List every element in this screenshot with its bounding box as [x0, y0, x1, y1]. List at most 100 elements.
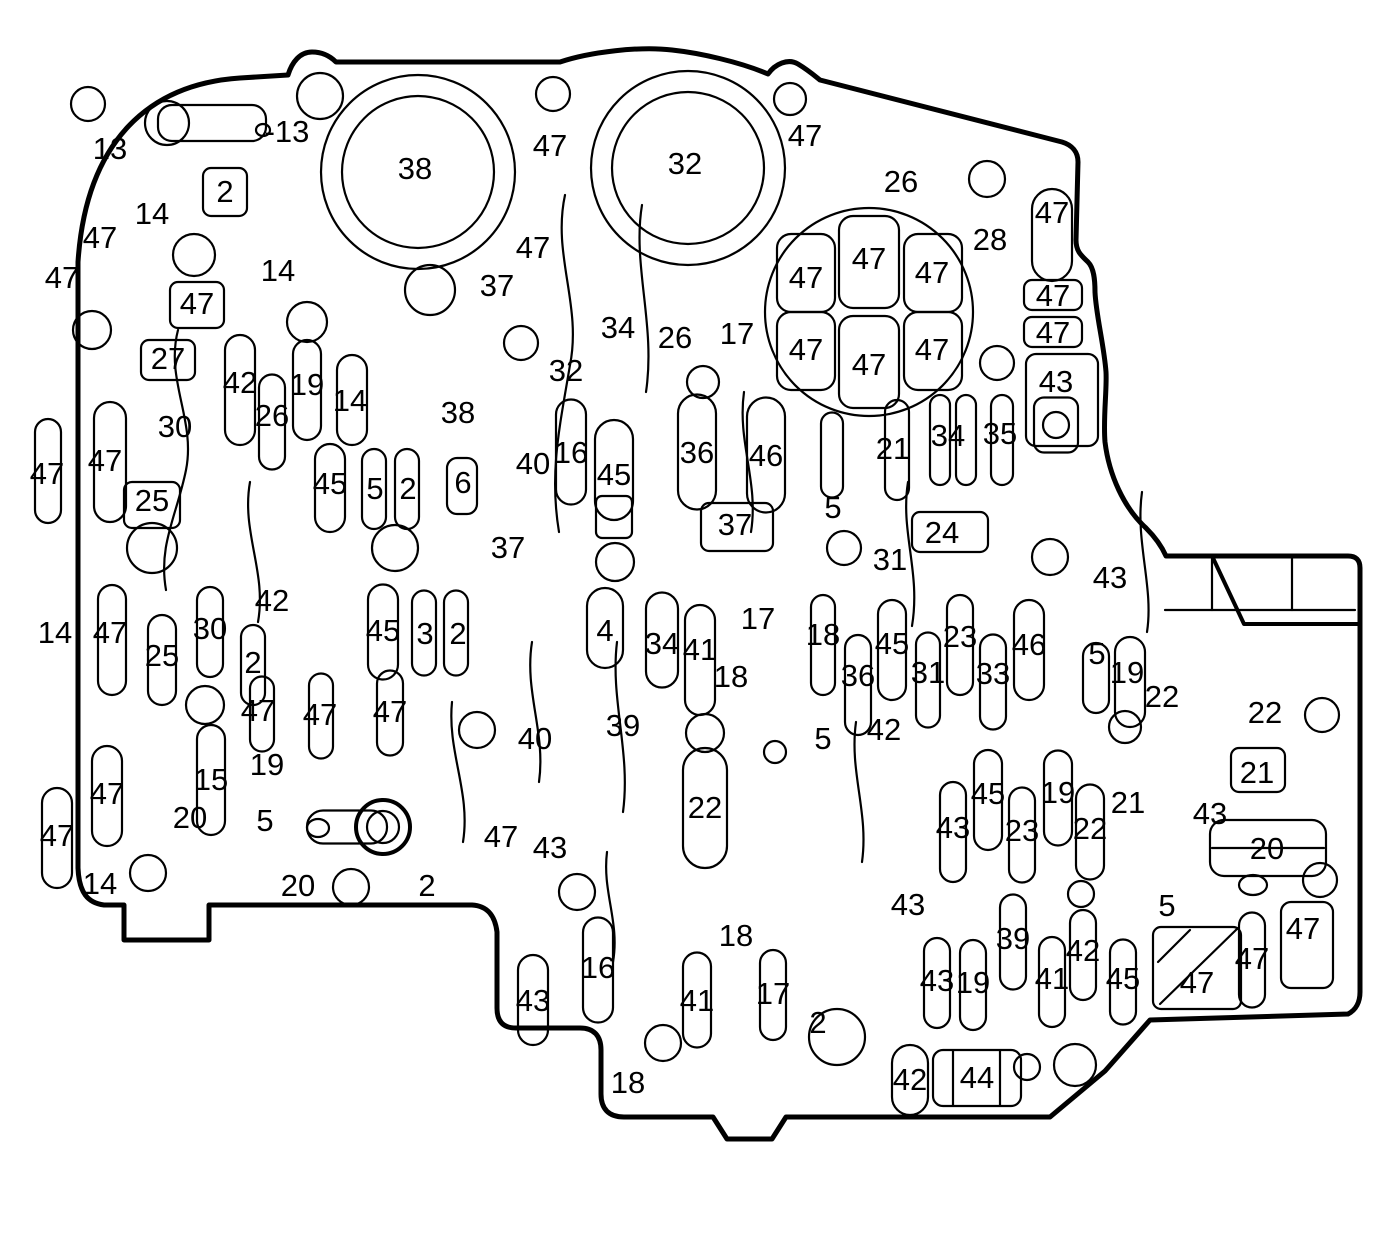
- passage-capsule: [843, 633, 873, 737]
- orifice-oval: [1237, 873, 1269, 897]
- bolt-hole: [772, 81, 808, 117]
- bolt-hole: [502, 324, 540, 362]
- part-number-label: 4: [596, 613, 613, 648]
- part-number-label: 16: [554, 435, 588, 470]
- passage-capsule: [516, 953, 550, 1047]
- passage-capsule: [758, 948, 788, 1042]
- passage-capsule: [195, 723, 227, 837]
- passage-capsule: [938, 780, 968, 884]
- bolt-hole: [1303, 696, 1341, 734]
- bore-segment-cell: [837, 314, 901, 410]
- passage-capsule: [360, 447, 388, 531]
- passage-capsule: [593, 418, 635, 522]
- bolt-hole: [171, 232, 217, 278]
- bolt-hole: [594, 541, 636, 583]
- passage-capsule: [922, 936, 952, 1030]
- part-number-label: 47: [533, 128, 567, 163]
- passage-capsule: [644, 591, 680, 689]
- bolt-hole: [457, 710, 497, 750]
- passage-box: [594, 494, 634, 540]
- valve-bore-circle: [340, 94, 496, 250]
- part-number-label: 36: [841, 658, 875, 693]
- part-number-label: 22: [1073, 811, 1107, 846]
- oil-passage-channel: [614, 640, 626, 814]
- bolt-hole: [1030, 537, 1070, 577]
- part-number-label: 43: [1039, 364, 1073, 399]
- part-number-label: 31: [911, 655, 945, 690]
- part-number-label: 37: [718, 507, 752, 542]
- part-number-label: 44: [960, 1060, 994, 1095]
- passage-capsule: [248, 675, 276, 753]
- passage-box: [139, 338, 197, 382]
- part-number-label: 2: [418, 868, 435, 903]
- part-number-label: 34: [931, 418, 965, 453]
- passage-capsule: [989, 393, 1015, 487]
- passage-box: [122, 480, 182, 530]
- bolt-hole: [1107, 709, 1143, 745]
- passage-capsule: [1012, 598, 1046, 702]
- bolt-hole: [1066, 879, 1096, 909]
- bolt-hole: [534, 75, 572, 113]
- part-number-label: 43: [891, 887, 925, 922]
- part-number-label: 47: [789, 260, 823, 295]
- passage-capsule: [954, 393, 978, 487]
- bolt-hole: [643, 1023, 683, 1063]
- passage-box: [1229, 746, 1287, 794]
- part-number-label: 19: [1110, 655, 1144, 690]
- orifice-oval: [254, 122, 272, 138]
- part-number-label: 35: [983, 416, 1017, 451]
- bolt-hole: [295, 71, 345, 121]
- part-number-label: 17: [720, 316, 754, 351]
- part-number-label: 47: [1180, 965, 1214, 1000]
- passage-capsule: [681, 951, 713, 1049]
- part-number-label: 26: [255, 398, 289, 433]
- passage-capsule: [890, 1043, 930, 1117]
- part-number-label: 47: [1036, 315, 1070, 350]
- part-number-label: 5: [1088, 636, 1105, 671]
- part-number-label: 13: [93, 131, 127, 166]
- passage-capsule: [442, 589, 470, 677]
- part-number-label: 30: [158, 409, 192, 444]
- part-number-label: 3: [416, 616, 433, 651]
- passage-box: [1279, 900, 1335, 990]
- passage-box: [305, 809, 389, 845]
- part-number-label: 14: [261, 253, 295, 288]
- bolt-hole: [370, 523, 420, 573]
- passage-box: [910, 510, 990, 554]
- part-number-label: 25: [145, 638, 179, 673]
- part-number-label: 23: [943, 619, 977, 654]
- passage-capsule: [33, 417, 63, 525]
- part-number-label: 47: [915, 255, 949, 290]
- bolt-hole: [71, 309, 113, 351]
- part-number-label: 45: [875, 626, 909, 661]
- passage-capsule: [958, 938, 988, 1032]
- part-number-label: 42: [867, 712, 901, 747]
- part-number-label: 22: [1145, 679, 1179, 714]
- part-number-label: 45: [366, 613, 400, 648]
- part-number-label: 47: [30, 456, 64, 491]
- passage-box: [1151, 925, 1243, 1011]
- part-number-label: 47: [93, 615, 127, 650]
- passage-capsule: [745, 396, 787, 514]
- part-number-label: 43: [1093, 560, 1127, 595]
- oil-passage-channel: [450, 700, 466, 844]
- part-number-label: 18: [714, 659, 748, 694]
- passage-capsule: [239, 623, 267, 707]
- passage-capsule: [1037, 935, 1067, 1029]
- passage-capsule: [410, 589, 438, 677]
- part-number-label: 47: [241, 693, 275, 728]
- bolt-hole: [1012, 1052, 1042, 1082]
- part-number-label: 42: [1066, 933, 1100, 968]
- passage-box: [445, 456, 479, 516]
- bolt-hole: [685, 364, 721, 400]
- part-number-label: 19: [956, 965, 990, 1000]
- part-number-label: 47: [40, 818, 74, 853]
- part-number-label: 32: [668, 146, 702, 181]
- oil-passage-channel: [529, 640, 542, 784]
- part-number-label: 47: [788, 118, 822, 153]
- part-number-label: 46: [1012, 627, 1046, 662]
- passage-capsule: [883, 398, 911, 502]
- bolt-hole: [807, 1007, 867, 1067]
